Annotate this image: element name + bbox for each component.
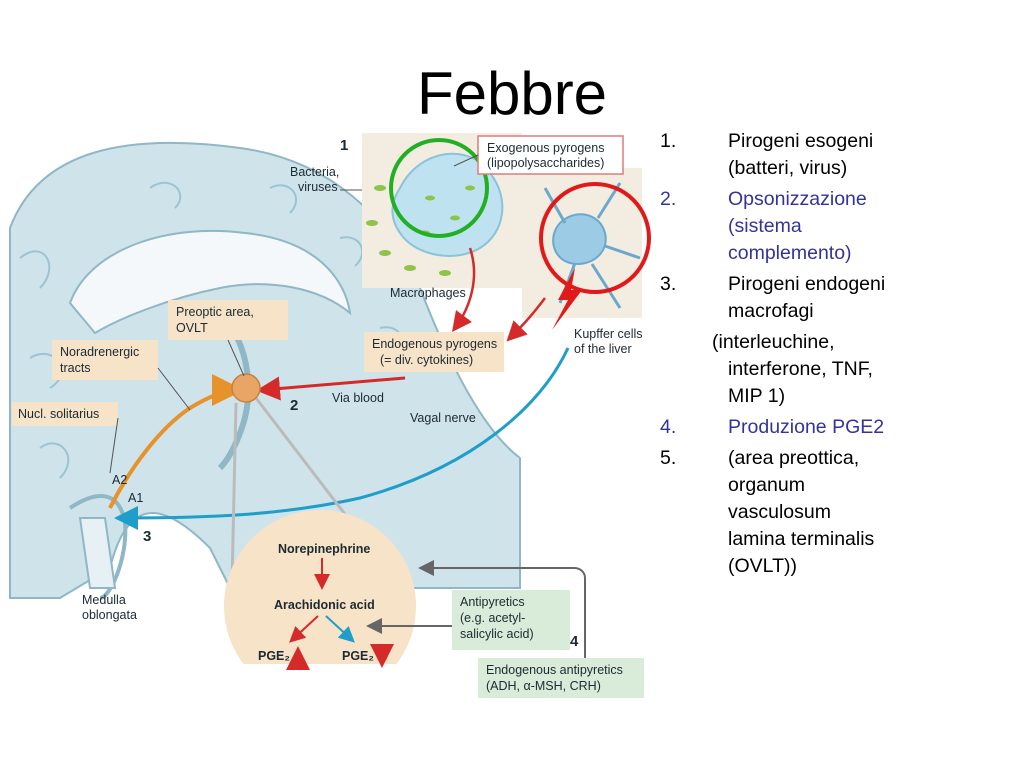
list-item-text: Opsonizzazione xyxy=(728,188,867,210)
label-viruses: viruses xyxy=(298,180,338,194)
label-exogenous-pyrogens: Exogenous pyrogens xyxy=(487,141,604,155)
list-item-4: 4. Produzione PGE2 xyxy=(660,414,1020,441)
via-blood-arrow xyxy=(256,376,406,401)
label-noradrenergic: Noradrenergic xyxy=(60,345,139,359)
kupffer-cell-inset xyxy=(522,168,642,318)
cone-left-line xyxy=(230,402,238,584)
preoptic-nucleus xyxy=(231,373,261,403)
list-item-text: (batteri, virus) xyxy=(728,157,848,179)
list-item-text: complemento) xyxy=(728,242,852,264)
list-item-2: 2. Opsonizzazione (sistema complemento) xyxy=(660,186,1020,267)
list-item-text: interferone, TNF, xyxy=(728,358,873,380)
label-div-cytokines: (= div. cytokines) xyxy=(380,353,473,367)
label-box-preoptic xyxy=(168,300,288,340)
label-bacteria: Bacteria, xyxy=(290,165,339,179)
label-box-endogenous-antipyretics xyxy=(478,658,644,698)
list-item-text: (OVLT)) xyxy=(728,555,797,577)
label-pge2-down: PGE₂ xyxy=(342,649,374,663)
list-number: 3. xyxy=(660,273,677,295)
kupffer-to-pyrogens-arrow xyxy=(506,297,546,342)
label-box-solitarius xyxy=(12,402,118,426)
label-box-noradrenergic xyxy=(52,340,158,380)
label-via-blood: Via blood xyxy=(332,391,384,405)
list-item-text: vasculosum xyxy=(728,501,831,523)
label-acetyl: (e.g. acetyl- xyxy=(460,611,525,625)
list-item-text: (sistema xyxy=(728,215,802,237)
label-endogenous-antipyretics: Endogenous antipyretics xyxy=(486,663,623,677)
panel-number-1: 1 xyxy=(340,137,348,154)
list-item-1: 1. Pirogeni esogeni (batteri, virus) xyxy=(660,128,1020,182)
label-adh-msh-crh: (ADH, α-MSH, CRH) xyxy=(486,679,601,693)
list-item-text: Pirogeni esogeni xyxy=(728,130,874,152)
label-kupffer-cells: Kupffer cells xyxy=(574,327,643,341)
slide-title: Febbre xyxy=(416,60,608,127)
panel-number-4: 4 xyxy=(570,633,579,650)
list-item-text: organum xyxy=(728,474,805,496)
list-item-text: (interleuchine, xyxy=(712,331,835,353)
pge2-inset xyxy=(222,510,452,700)
label-antipyretics: Antipyretics xyxy=(460,595,525,609)
list-item-text: macrofagi xyxy=(728,300,814,322)
feedback-arrow xyxy=(418,560,586,673)
list-item-5: 5. (area preottica, organum vasculosum l… xyxy=(660,445,1020,580)
list-number: 4. xyxy=(660,416,677,438)
label-vagal-nerve: Vagal nerve xyxy=(410,411,476,425)
label-a2: A2 xyxy=(112,473,127,487)
label-box-endogenous xyxy=(364,332,504,372)
label-box-exogenous xyxy=(453,135,624,175)
label-preoptic-area: Preoptic area, xyxy=(176,305,254,319)
label-macrophages: Macrophages xyxy=(390,286,466,300)
label-norepinephrine: Norepinephrine xyxy=(278,542,370,556)
list-item-text: (area preottica, xyxy=(728,447,860,469)
label-of-the-liver: of the liver xyxy=(574,342,632,356)
label-a1: A1 xyxy=(128,491,143,505)
label-ovlt: OVLT xyxy=(176,321,208,335)
list-item-text: Pirogeni endogeni xyxy=(728,273,886,295)
panel-number-3: 3 xyxy=(143,528,151,545)
label-tracts: tracts xyxy=(60,361,91,375)
list-number: 5. xyxy=(660,447,677,469)
label-nucl-solitarius: Nucl. solitarius xyxy=(18,407,99,421)
list-item-text: Produzione PGE2 xyxy=(728,416,885,438)
label-medulla: Medulla xyxy=(82,593,126,607)
label-endogenous-pyrogens: Endogenous pyrogens xyxy=(372,337,497,351)
label-pge2-up: PGE₂ xyxy=(258,649,290,663)
list-item-3: 3. Pirogeni endogeni macrofagi xyxy=(660,271,1020,325)
list-number: 1. xyxy=(660,130,677,152)
vagal-nerve-path xyxy=(114,347,570,530)
red-highlight-circle xyxy=(539,182,651,294)
label-lipopolysaccharides: (lipopolysaccharides) xyxy=(487,156,604,170)
noradrenergic-tract-path xyxy=(108,374,244,509)
label-arachidonic-acid: Arachidonic acid xyxy=(274,598,375,612)
label-box-antipyretics xyxy=(452,590,570,650)
lightning-bolt-icon xyxy=(552,268,582,330)
list-item-text: MIP 1) xyxy=(728,385,786,407)
fever-steps-list: 1. Pirogeni esogeni (batteri, virus) 2. … xyxy=(660,128,1020,584)
label-oblongata: oblongata xyxy=(82,608,137,622)
list-item-3-continuation: (interleuchine, interferone, TNF, MIP 1) xyxy=(660,329,1020,410)
label-salicylic-acid: salicylic acid) xyxy=(460,627,534,641)
fever-pathway-figure: 1 2 3 4 Bacteria, viruses Exogenous pyro… xyxy=(0,128,660,700)
list-number: 2. xyxy=(660,188,677,210)
list-item-text: lamina terminalis xyxy=(728,528,875,550)
panel-number-2: 2 xyxy=(290,397,298,414)
green-highlight-circle xyxy=(389,138,489,238)
macrophage-to-pyrogens-arrow xyxy=(452,247,476,333)
